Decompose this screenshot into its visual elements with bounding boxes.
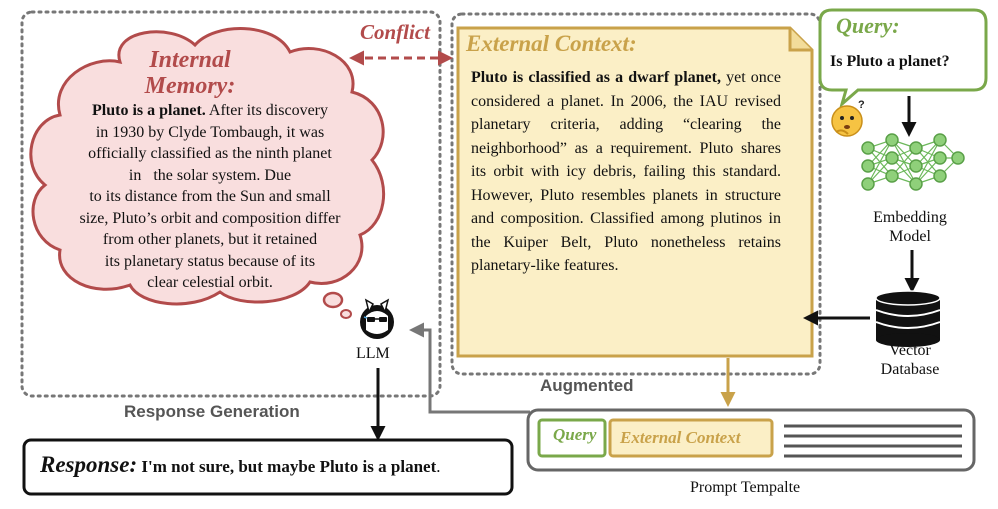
response-period: .: [436, 457, 441, 476]
internal-memory-title: Internal Memory:: [120, 47, 260, 99]
internal-memory-line1: Pluto is a planet. After its discovery: [40, 100, 380, 122]
external-context-note: [456, 26, 814, 358]
response-title: Response:: [40, 452, 138, 477]
external-context-lead: Pluto is classified as a dwarf planet,: [471, 69, 721, 86]
response-text: I'm not sure, but maybe Pluto is a plane…: [137, 457, 437, 476]
internal-memory-line9: clear celestial orbit.: [147, 274, 273, 291]
query-title: Query:: [836, 13, 900, 38]
external-context-text: Pluto is classified as a dwarf planet, y…: [471, 66, 781, 278]
response-box: [22, 438, 514, 496]
internal-memory-line6: size, Pluto’s orbit and composition diff…: [79, 209, 341, 227]
response-generation-label: Response Generation: [124, 402, 300, 421]
database-icon: [875, 290, 941, 347]
prompt-template-label: Prompt Tempalte: [690, 479, 801, 496]
embedding-model-label: Embedding Model: [855, 208, 965, 246]
internal-memory-line7: from other planets, but it retained: [102, 231, 318, 248]
internal-memory-line5: to its distance from the Sun and small: [89, 188, 331, 205]
internal-memory-title-line2: Memory:: [144, 73, 236, 99]
embedding-model-line2: Model: [889, 228, 931, 245]
internal-memory-text: Pluto is a planet. After its discovery i…: [40, 100, 380, 294]
response-content: Response: I'm not sure, but maybe Pluto …: [40, 452, 440, 478]
prompt-external-chip: [608, 418, 774, 458]
external-context-title: External Context:: [466, 31, 637, 56]
query-text: Is Pluto a planet?: [830, 53, 950, 70]
prompt-query-label: Query: [553, 425, 597, 444]
vector-database-label: Vector Database: [855, 341, 965, 379]
internal-memory-title-line1: Internal: [149, 47, 231, 73]
thinking-face-icon: ?: [831, 99, 865, 137]
vector-database-line1: Vector: [889, 342, 931, 359]
prompt-external-label: External Context: [620, 428, 741, 447]
arrow-prompt-to-llm: [409, 322, 530, 414]
query-bubble: [818, 8, 988, 109]
augmented-label: Augmented: [540, 376, 634, 395]
internal-memory-line8: its planetary status because of its: [104, 252, 316, 270]
external-context-body: yet once considered a planet. In 2006, t…: [471, 69, 781, 274]
prompt-lines-icon: [784, 424, 962, 458]
svg-text:?: ?: [858, 99, 865, 111]
augmented-frame: [450, 12, 822, 376]
embedding-model-line1: Embedding: [873, 209, 947, 226]
llama-icon: [360, 298, 394, 339]
vector-database-line2: Database: [880, 361, 940, 378]
neural-network-icon: [861, 133, 965, 191]
response-generation-frame: [20, 10, 442, 398]
llm-label: LLM: [356, 345, 390, 362]
internal-memory-cloud: [29, 27, 386, 319]
conflict-label: Conflict: [360, 20, 431, 44]
internal-memory-line2: in 1930 by Clyde Tombaugh, it was: [95, 123, 325, 141]
internal-memory-line4: in the solar system. Due: [128, 166, 292, 184]
internal-memory-line3: officially classified as the ninth plane…: [88, 145, 332, 162]
internal-memory-line1-rest: After its discovery: [205, 102, 328, 119]
internal-memory-lead: Pluto is a planet.: [92, 102, 206, 119]
prompt-query-chip: [537, 418, 607, 458]
